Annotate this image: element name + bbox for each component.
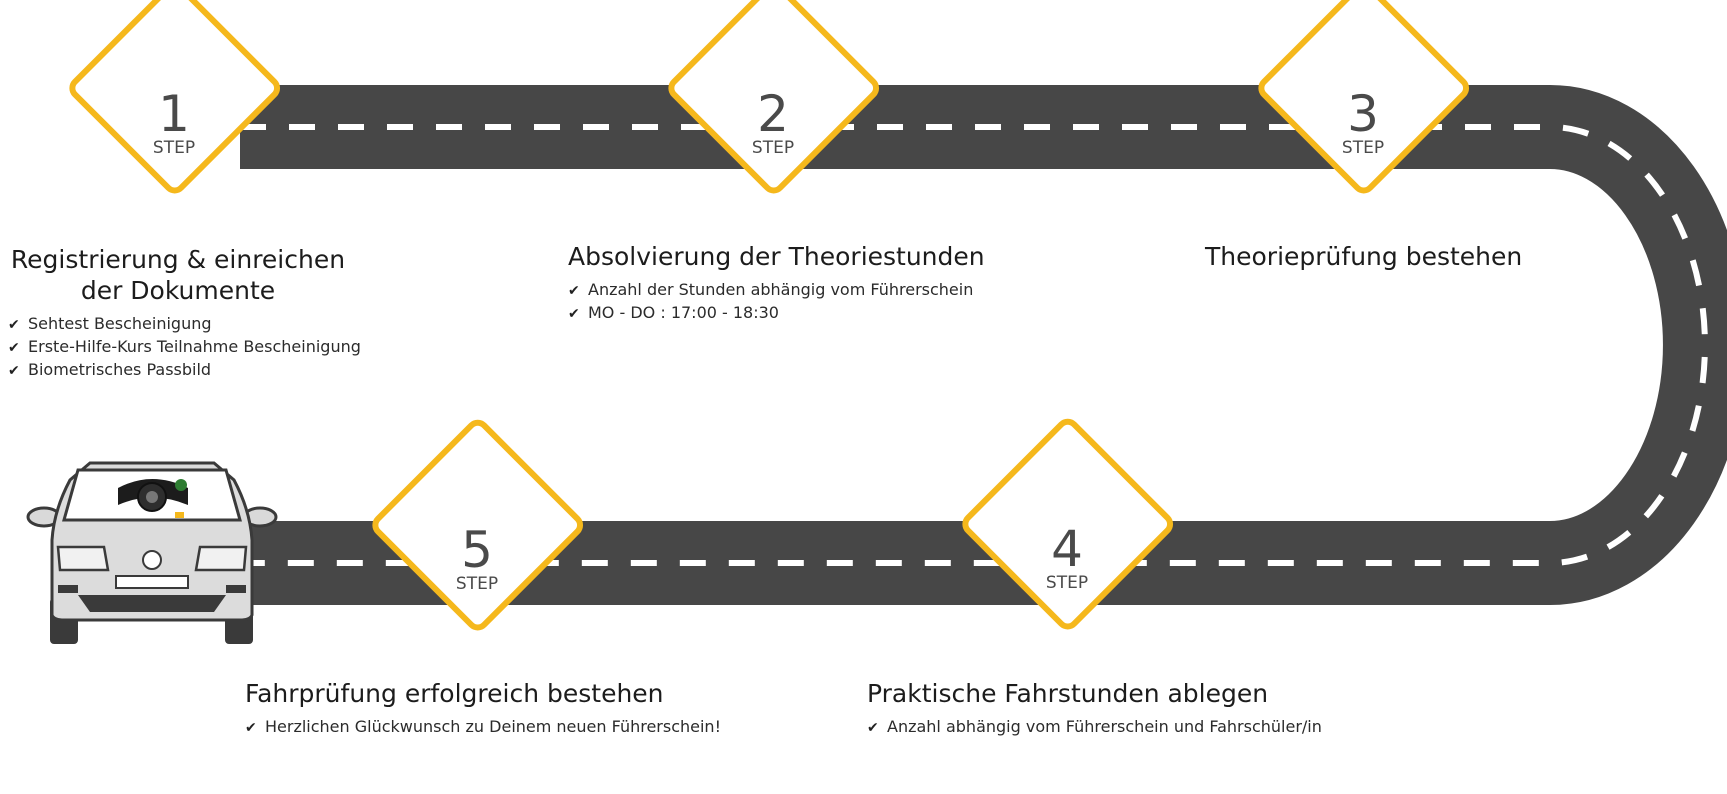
step-1-list: ✔Sehtest Bescheinigung ✔Erste-Hilfe-Kurs… xyxy=(8,313,361,382)
step-label: STEP xyxy=(456,574,498,594)
step-3-description: Theorieprüfung bestehen xyxy=(1205,241,1522,272)
step-3-title: Theorieprüfung bestehen xyxy=(1205,242,1523,271)
step-label: STEP xyxy=(1046,573,1088,593)
checkmark-icon: ✔ xyxy=(568,306,580,322)
step-sign-3: 3 STEP xyxy=(1258,0,1470,194)
step-2-list: ✔Anzahl der Stunden abhängig vom Führers… xyxy=(568,279,985,325)
step-5-description: Fahrprüfung erfolgreich bestehen ✔Herzli… xyxy=(245,678,721,739)
list-item: ✔Biometrisches Passbild xyxy=(8,359,348,382)
step-sign-2: 2 STEP xyxy=(668,0,880,194)
checkmark-icon: ✔ xyxy=(8,363,20,379)
list-item: ✔Erste-Hilfe-Kurs Teilnahme Bescheinigun… xyxy=(8,336,361,359)
step-label: STEP xyxy=(752,138,794,158)
road-center-line xyxy=(240,124,1708,566)
step-number: 5 xyxy=(461,521,493,579)
step-4-list: ✔Anzahl abhängig vom Führerschein und Fa… xyxy=(867,716,1322,739)
step-sign-4: 4 STEP xyxy=(962,418,1174,630)
step-1-description: Registrierung & einreichen der Dokumente… xyxy=(8,244,361,382)
step-number: 2 xyxy=(757,85,789,143)
checkmark-icon: ✔ xyxy=(245,720,257,736)
step-1-title: Registrierung & einreichen der Dokumente xyxy=(8,244,348,306)
step-1-title-line-1: Registrierung & einreichen xyxy=(10,245,346,274)
list-item: ✔Anzahl der Stunden abhängig vom Führers… xyxy=(568,279,985,302)
fahrschule-logo xyxy=(118,479,188,518)
checkmark-icon: ✔ xyxy=(867,720,879,736)
step-number: 4 xyxy=(1051,520,1083,578)
list-item: ✔Sehtest Bescheinigung xyxy=(8,313,348,336)
checkmark-icon: ✔ xyxy=(8,317,20,333)
step-label: STEP xyxy=(153,138,195,158)
step-sign-5: 5 STEP xyxy=(372,419,584,631)
car-icon xyxy=(26,461,278,644)
list-item: ✔MO - DO : 17:00 - 18:30 xyxy=(568,302,985,325)
list-item: ✔Herzlichen Glückwunsch zu Deinem neuen … xyxy=(245,716,721,739)
step-1-title-line-2: der Dokumente xyxy=(80,276,276,305)
step-2-title: Absolvierung der Theoriestunden xyxy=(568,242,985,271)
checkmark-icon: ✔ xyxy=(8,340,20,356)
step-number: 1 xyxy=(158,85,190,143)
step-4-description: Praktische Fahrstunden ablegen ✔Anzahl a… xyxy=(867,678,1322,739)
step-5-title: Fahrprüfung erfolgreich bestehen xyxy=(245,679,664,708)
step-sign-1: 1 STEP xyxy=(69,0,281,194)
list-item: ✔Anzahl abhängig vom Führerschein und Fa… xyxy=(867,716,1322,739)
step-5-list: ✔Herzlichen Glückwunsch zu Deinem neuen … xyxy=(245,716,721,739)
step-2-description: Absolvierung der Theoriestunden ✔Anzahl … xyxy=(568,241,985,325)
checkmark-icon: ✔ xyxy=(568,283,580,299)
step-number: 3 xyxy=(1347,85,1379,143)
step-label: STEP xyxy=(1342,138,1384,158)
step-4-title: Praktische Fahrstunden ablegen xyxy=(867,679,1269,708)
